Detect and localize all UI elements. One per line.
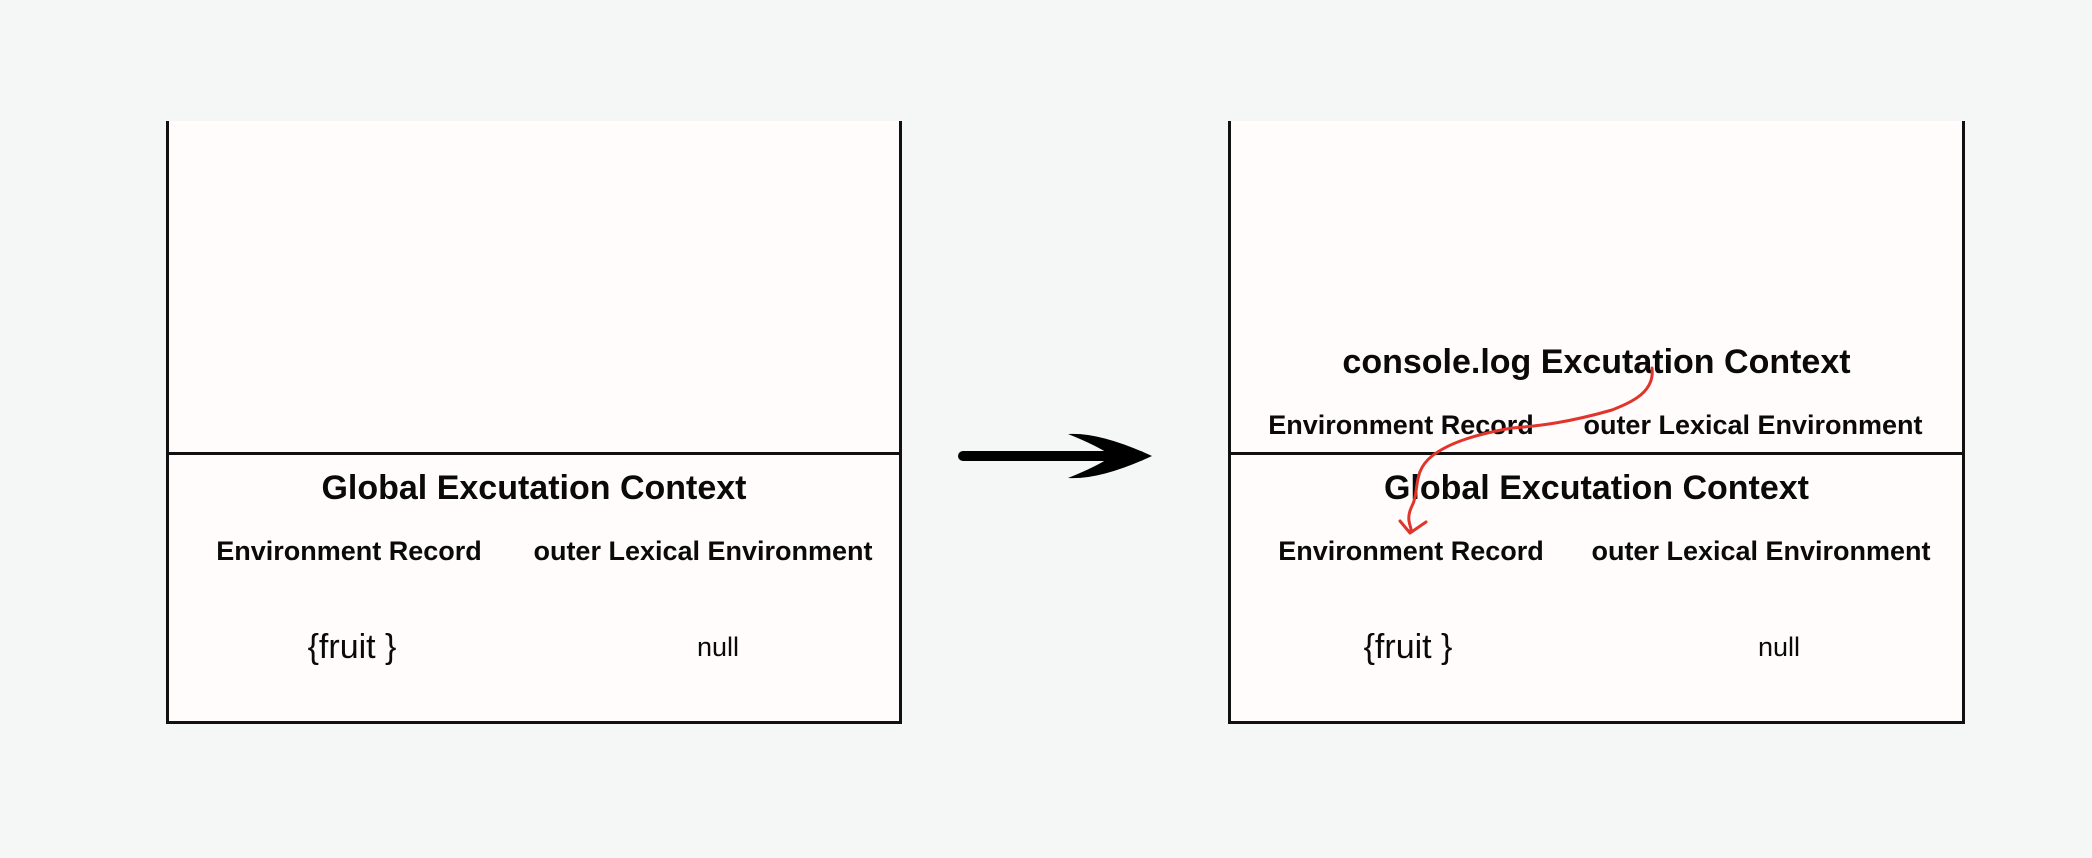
outer-env-label: outer Lexical Environment bbox=[1591, 536, 1931, 566]
env-record-value: {fruit } bbox=[307, 628, 397, 666]
console-outer-env-label: outer Lexical Environment bbox=[1583, 410, 1923, 440]
right-call-stack: console.log Excutation Context Environme… bbox=[1228, 121, 1965, 724]
global-context-title: Global Excutation Context bbox=[1383, 469, 1810, 507]
outer-env-value: null bbox=[1757, 632, 1801, 662]
stack-divider bbox=[169, 452, 899, 455]
outer-env-label: outer Lexical Environment bbox=[533, 536, 873, 566]
env-record-label: Environment Record bbox=[216, 536, 482, 566]
outer-reference-arrow-icon bbox=[1407, 366, 1654, 534]
stack-divider bbox=[1231, 452, 1962, 455]
outer-env-value: null bbox=[696, 632, 740, 662]
outer-reference-arrowhead-icon bbox=[1398, 519, 1428, 535]
console-log-context-title: console.log Excutation Context bbox=[1342, 343, 1851, 381]
env-record-value: {fruit } bbox=[1363, 628, 1453, 666]
left-call-stack: Global Excutation Context Environment Re… bbox=[166, 121, 902, 724]
transition-arrow-icon bbox=[958, 433, 1152, 479]
env-record-label: Environment Record bbox=[1278, 536, 1544, 566]
global-context-title: Global Excutation Context bbox=[321, 469, 747, 507]
console-env-record-label: Environment Record bbox=[1268, 410, 1534, 440]
